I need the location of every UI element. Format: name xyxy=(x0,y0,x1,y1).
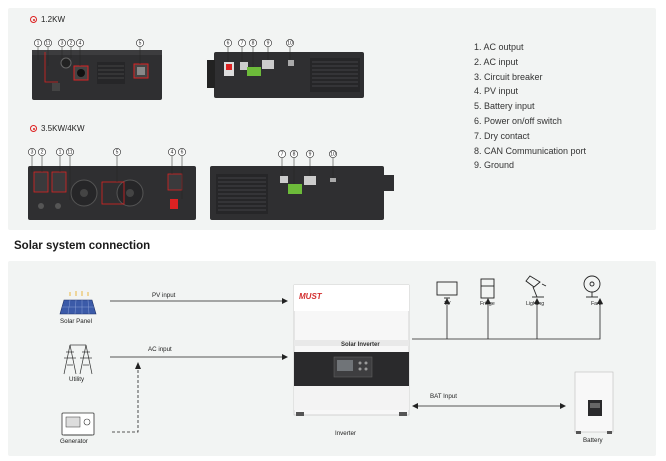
solar-panel-icon xyxy=(59,291,97,315)
callout-number: 7 xyxy=(281,152,284,158)
legend-item: 7. Dry contact xyxy=(474,130,530,141)
callout-number: 4 xyxy=(171,150,174,156)
solar-panel-label: Solar Panel xyxy=(60,318,92,325)
large-back-view xyxy=(210,150,394,220)
brand-logo: MUST xyxy=(299,292,322,301)
legend-item: 2. AC input xyxy=(474,56,519,67)
load-label-lighting: Lighting xyxy=(526,301,545,307)
utility-tower-icon xyxy=(63,344,93,375)
legend-item: 5. Battery input xyxy=(474,101,535,112)
generator-icon xyxy=(61,412,95,436)
callout-number: 7 xyxy=(241,41,244,47)
fridge-icon xyxy=(480,278,495,299)
small-back-view xyxy=(207,39,364,98)
tv-icon xyxy=(436,281,458,299)
small-back-callouts xyxy=(224,39,294,67)
large-back-callouts xyxy=(278,150,337,184)
callout-number: 6 xyxy=(227,41,230,47)
callout-number: 10 xyxy=(330,152,336,158)
callout-number: 1 xyxy=(59,150,62,156)
callout-number: 5 xyxy=(116,150,119,156)
model-name-large: 3.5KW/4KW xyxy=(41,124,85,133)
callout-number: 8 xyxy=(293,152,296,158)
generator-line xyxy=(112,367,139,433)
large-front-callouts xyxy=(28,148,186,200)
callout-number: 11 xyxy=(45,41,50,47)
legend-item: 9. Ground xyxy=(474,160,515,171)
lighting-icon xyxy=(525,275,547,298)
callout-number: 9 xyxy=(309,152,312,158)
inverter-label: Inverter xyxy=(335,430,356,437)
bullet-icon xyxy=(30,125,37,132)
component-legend: 1. AC output 2. AC input 3. Circuit brea… xyxy=(474,40,586,173)
inverter-product-text: Solar Inverter xyxy=(341,342,380,348)
bat-input-label: BAT Input xyxy=(430,393,457,400)
legend-item: 4. PV input xyxy=(474,86,519,97)
callout-number: 2 xyxy=(41,150,44,156)
utility-label: Utility xyxy=(69,376,85,383)
callout-number: 3 xyxy=(31,150,34,156)
callout-number: 10 xyxy=(287,41,293,47)
load-label-tv: TV xyxy=(444,301,451,307)
legend-item: 6. Power on/off switch xyxy=(474,115,562,126)
callout-number: 9 xyxy=(267,41,270,47)
load-label-fans: Fans xyxy=(591,301,603,307)
battery-image xyxy=(574,371,614,434)
ac-input-label: AC input xyxy=(148,346,172,353)
callout-number: 6 xyxy=(181,150,184,156)
load-label-fridge: Fridge xyxy=(480,301,495,307)
model-label-small: 1.2KW xyxy=(30,15,65,24)
large-front-view xyxy=(28,148,196,220)
callout-number: 8 xyxy=(252,41,255,47)
callout-number: 4 xyxy=(79,41,82,47)
legend-item: 1. AC output xyxy=(474,42,524,52)
model-name-small: 1.2KW xyxy=(41,15,66,24)
battery-label: Battery xyxy=(583,437,603,444)
section-title: Solar system connection xyxy=(14,240,151,252)
pv-input-label: PV input xyxy=(152,292,176,299)
callout-number: 5 xyxy=(139,41,142,47)
load-bus-line xyxy=(412,302,601,340)
callout-number: 11 xyxy=(67,150,72,156)
generator-label: Generator xyxy=(60,438,88,445)
legend-item: 8. CAN Communication port xyxy=(474,145,587,156)
small-front-callouts xyxy=(34,39,144,66)
connection-lines xyxy=(110,298,603,433)
bullet-icon xyxy=(30,16,37,23)
model-label-large: 3.5KW/4KW xyxy=(30,124,85,133)
callout-number: 3 xyxy=(61,41,64,47)
inverter-image xyxy=(293,284,410,416)
small-front-view xyxy=(32,39,162,100)
legend-item: 3. Circuit breaker xyxy=(474,71,543,82)
callout-number: 1 xyxy=(37,41,40,47)
callout-number: 2 xyxy=(70,41,73,47)
fan-icon xyxy=(583,275,601,298)
